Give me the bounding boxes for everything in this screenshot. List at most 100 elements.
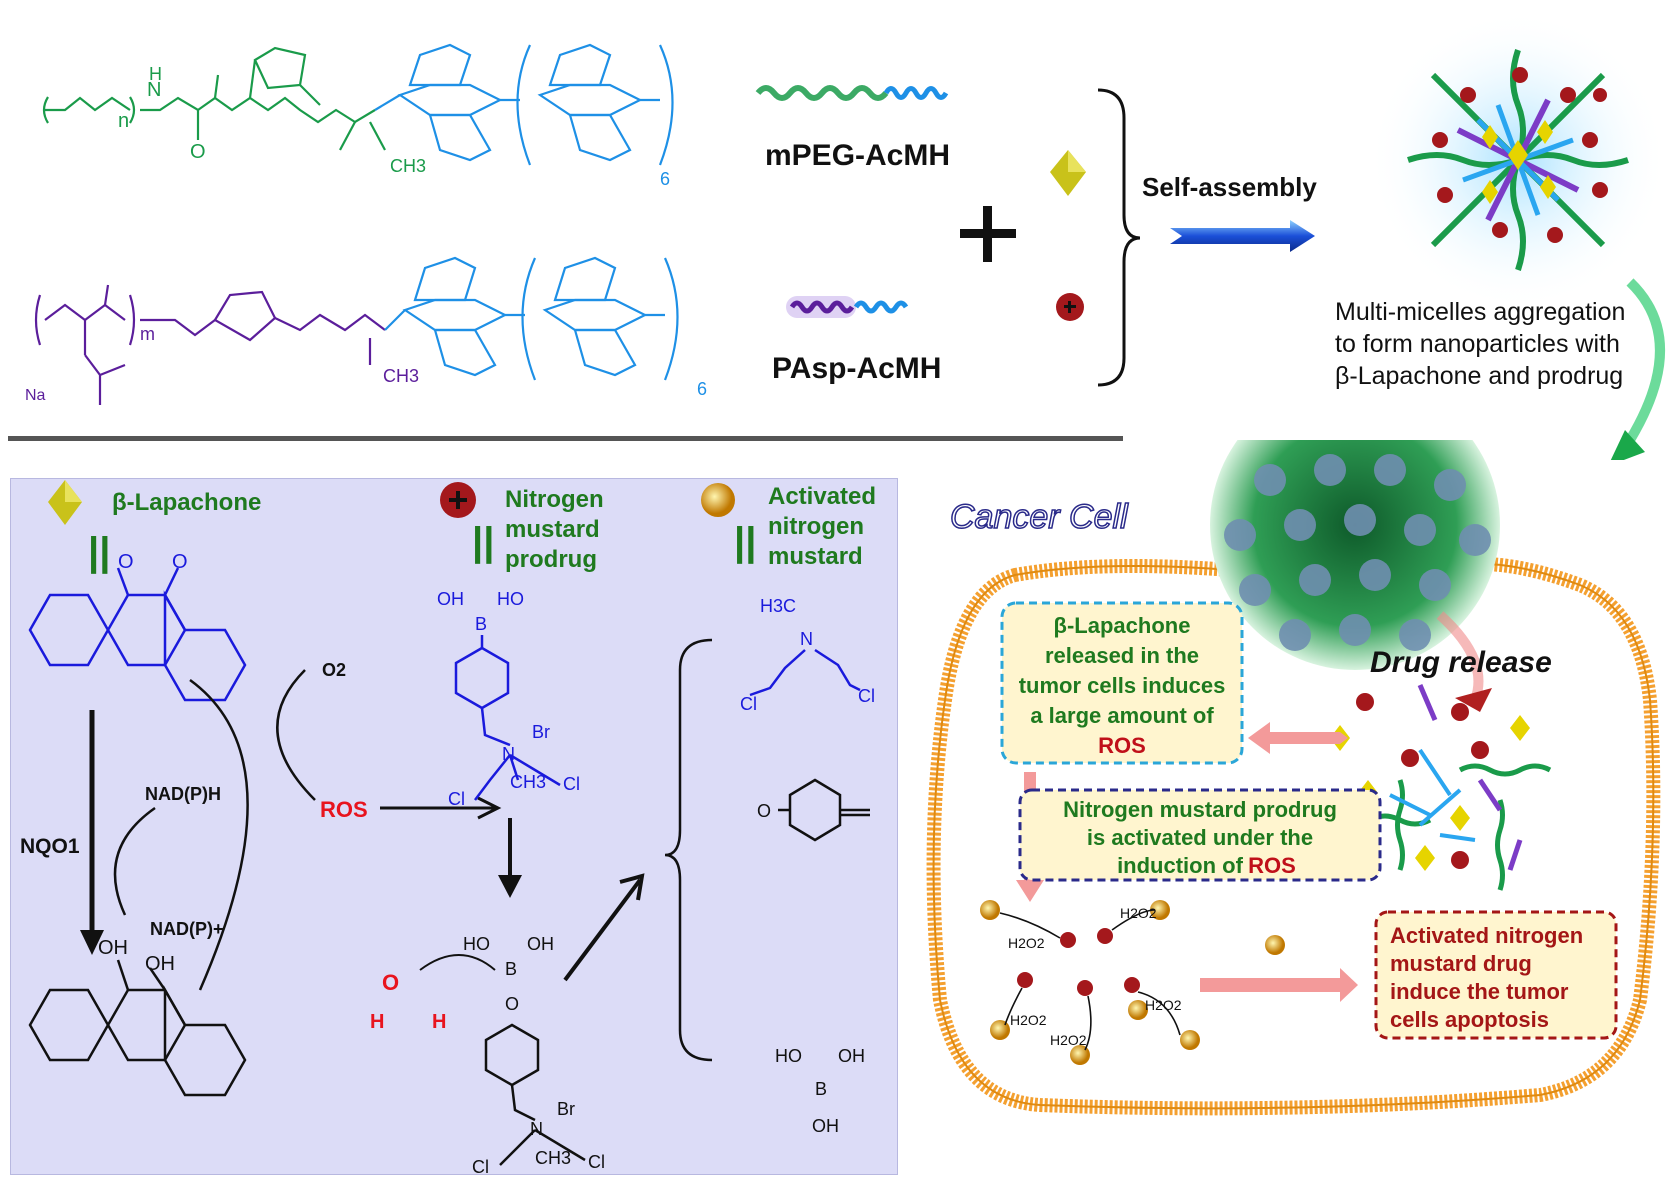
drug-release-label: Drug release: [1370, 646, 1552, 679]
activated-legend-icon: [701, 483, 735, 517]
pasp-acmh-structure: [34, 256, 679, 405]
int-ho: HO: [463, 934, 490, 954]
prodrug-oh-left: OH: [437, 589, 464, 609]
curly-bracket: [1097, 88, 1141, 387]
water-o: O: [382, 970, 399, 995]
legend-equals-3: ||: [734, 520, 756, 564]
nqo1-arrowhead: [80, 930, 104, 955]
chem1-ch3: CH3: [390, 156, 426, 176]
h2o2-4: H2O2: [1050, 1032, 1087, 1048]
ros-label: ROS: [320, 797, 368, 822]
micelle-illustration: [1368, 10, 1668, 310]
int-n: N: [530, 1119, 543, 1139]
box-prodrug: [1018, 788, 1382, 882]
product1-n: N: [800, 629, 813, 649]
box2-line3: induction of: [1117, 853, 1244, 878]
boric-oh2: OH: [812, 1116, 839, 1136]
hydroquinone-oh2: OH: [145, 953, 175, 975]
lapachone-o1: O: [118, 551, 134, 573]
legend-equals-2: ||: [472, 520, 494, 564]
lapachone-arrow: [1248, 722, 1348, 754]
cancer-cell-title: Cancer Cell: [950, 498, 1129, 536]
activation-cluster: [980, 900, 1285, 1065]
o2-label: O2: [322, 660, 346, 680]
nadp-label: NAD(P)+: [150, 919, 224, 939]
int-b: B: [505, 959, 517, 979]
box1-line2: released in the: [1045, 643, 1199, 668]
int-br: Br: [557, 1099, 575, 1119]
water-h2: H: [432, 1011, 446, 1033]
plus-icon: [960, 206, 1016, 262]
h2o2-2: H2O2: [1120, 905, 1157, 921]
box1-line1: β-Lapachone: [1054, 613, 1191, 638]
aggregation-line1: Multi-micelles aggregation: [1335, 298, 1625, 326]
box3-line4: cells apoptosis: [1390, 1007, 1549, 1032]
aggregation-line2: to form nanoparticles with: [1335, 330, 1620, 358]
green-curved-arrow: [1625, 278, 1665, 443]
chem2-ch3: CH3: [383, 366, 419, 386]
self-assembly-arrow: [1170, 220, 1315, 252]
green-arrowhead: [1610, 430, 1645, 460]
prodrug-n: N: [502, 744, 515, 764]
pasp-acmh-label: PAsp-AcMH: [772, 352, 941, 385]
int-oh: OH: [527, 934, 554, 954]
release-arrowhead: [1455, 688, 1492, 712]
prodrug-br: Br: [532, 722, 550, 742]
int-cl-right: Cl: [588, 1152, 605, 1172]
h2o2-1: H2O2: [1008, 935, 1045, 951]
legend-equals-1: ||: [88, 530, 110, 574]
qm-o: O: [757, 801, 771, 821]
box3-line1: Activated nitrogen: [1390, 923, 1583, 948]
box-apoptosis: [1374, 910, 1618, 1040]
quinone-methide: [778, 778, 870, 842]
mpeg-acmh-structure: [42, 43, 674, 166]
prodrug-cl-left: Cl: [448, 789, 465, 809]
self-assembly-label: Self-assembly: [1142, 172, 1317, 202]
pasp-acmh-icon: [786, 296, 909, 318]
legend-lapachone: β-Lapachone: [112, 489, 261, 516]
legend-activated-1: Activated: [768, 483, 876, 510]
prodrug-cl-right: Cl: [563, 774, 580, 794]
apoptosis-arrow: [1200, 968, 1358, 1002]
prodrug-ch3: CH3: [510, 772, 546, 792]
chem2-m: m: [140, 324, 155, 344]
int-ch3: CH3: [535, 1148, 571, 1168]
lapachone-o2: O: [172, 551, 188, 573]
top-divider: [8, 436, 1123, 441]
box1-ros: ROS: [1098, 733, 1146, 758]
lapachone-structure: [28, 567, 247, 702]
boric-oh1: OH: [838, 1046, 865, 1066]
int-o: O: [505, 994, 519, 1014]
box-lapachone: [1000, 601, 1244, 765]
product1-h3c: H3C: [760, 596, 796, 616]
chem1-six: 6: [660, 169, 670, 189]
h2o2-3: H2O2: [1010, 1012, 1047, 1028]
legend-prodrug-1: Nitrogen: [505, 486, 604, 513]
boric-b: B: [815, 1079, 827, 1099]
box2-ros: ROS: [1248, 853, 1296, 878]
reduction-arrow: [189, 678, 249, 991]
nanoparticle-cluster: [1210, 440, 1500, 670]
box3-line3: induce the tumor: [1390, 979, 1569, 1004]
chem2-na: Na: [25, 387, 46, 404]
o2-arrow: [276, 669, 316, 801]
lapachone-legend-icon: [48, 480, 82, 525]
chem1-o-atom: O: [190, 141, 206, 163]
int-cl-left: Cl: [472, 1157, 489, 1177]
prodrug-sphere-icon: [1056, 293, 1084, 321]
nqo1-label: NQO1: [20, 835, 80, 858]
products-bracket: [664, 638, 713, 1062]
box3-line2: mustard drug: [1390, 951, 1532, 976]
boric-ho: HO: [775, 1046, 802, 1066]
products-arrow: [563, 878, 642, 982]
box2-line1: Nitrogen mustard prodrug: [1063, 797, 1337, 822]
mechanism-diagram: β-Lapachone || Nitrogen mustard prodrug …: [20, 480, 876, 1177]
release-arrow: [1436, 611, 1484, 702]
mpeg-acmh-icon: [755, 85, 949, 101]
legend-activated-3: mustard: [768, 543, 863, 570]
h2o2-5: H2O2: [1145, 997, 1182, 1013]
cancer-cell-section: Cancer Cell Drug release: [926, 440, 1661, 1116]
nadph-arrow: [113, 806, 156, 916]
mpeg-acmh-label: mPEG-AcMH: [765, 139, 950, 172]
box1-line4: a large amount of: [1030, 703, 1214, 728]
